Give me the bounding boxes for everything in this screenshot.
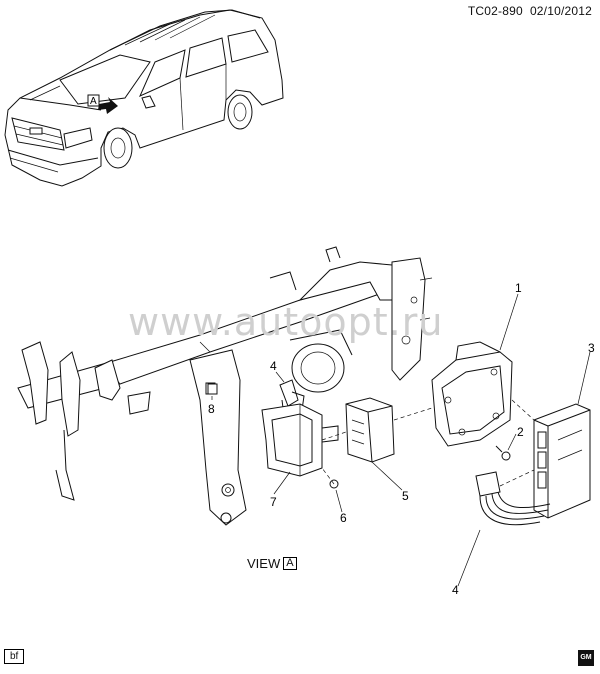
ip-frame xyxy=(17,246,433,526)
callout-7: 7 xyxy=(270,495,277,509)
vehicle-outline xyxy=(4,9,284,187)
callout-5: 5 xyxy=(402,489,409,503)
part-1-bracket xyxy=(431,341,513,447)
part-4-connector xyxy=(279,379,305,417)
callout-4-top: 4 xyxy=(270,359,277,373)
exploded-line xyxy=(321,431,347,441)
callout-leaders xyxy=(211,293,591,587)
callout-1: 1 xyxy=(515,281,522,295)
part-8-clip xyxy=(207,383,218,395)
callout-2: 2 xyxy=(517,425,524,439)
view-caption: VIEW A xyxy=(247,556,297,571)
exploded-line xyxy=(393,407,433,421)
part-5-module xyxy=(345,397,395,463)
part-7-bracket xyxy=(261,403,339,477)
drawing-date: 02/10/2012 xyxy=(529,4,592,18)
part-4-wiring-harness xyxy=(475,469,551,526)
drawing-code: TC02-890 xyxy=(467,4,523,18)
callout-4-bottom: 4 xyxy=(452,583,459,597)
drafter-initials: bf xyxy=(4,649,25,664)
view-pointer-box xyxy=(87,94,100,107)
callout-3: 3 xyxy=(588,341,595,355)
part-3-control-module xyxy=(533,403,591,519)
view-arrow-icon xyxy=(98,97,118,114)
drawing-header: TC02-890 02/10/2012 xyxy=(468,4,592,18)
view-caption-text: VIEW xyxy=(247,556,281,571)
gm-logo-icon: GM xyxy=(578,650,594,666)
callout-8: 8 xyxy=(208,402,215,416)
view-pointer-letter: A xyxy=(90,96,97,107)
exploded-line xyxy=(511,399,535,421)
watermark: www.autoopt.ru xyxy=(128,300,444,344)
callout-6: 6 xyxy=(340,511,347,525)
exploded-line xyxy=(321,467,335,485)
part-2-bolt xyxy=(495,445,511,461)
view-caption-ref: A xyxy=(283,557,297,570)
